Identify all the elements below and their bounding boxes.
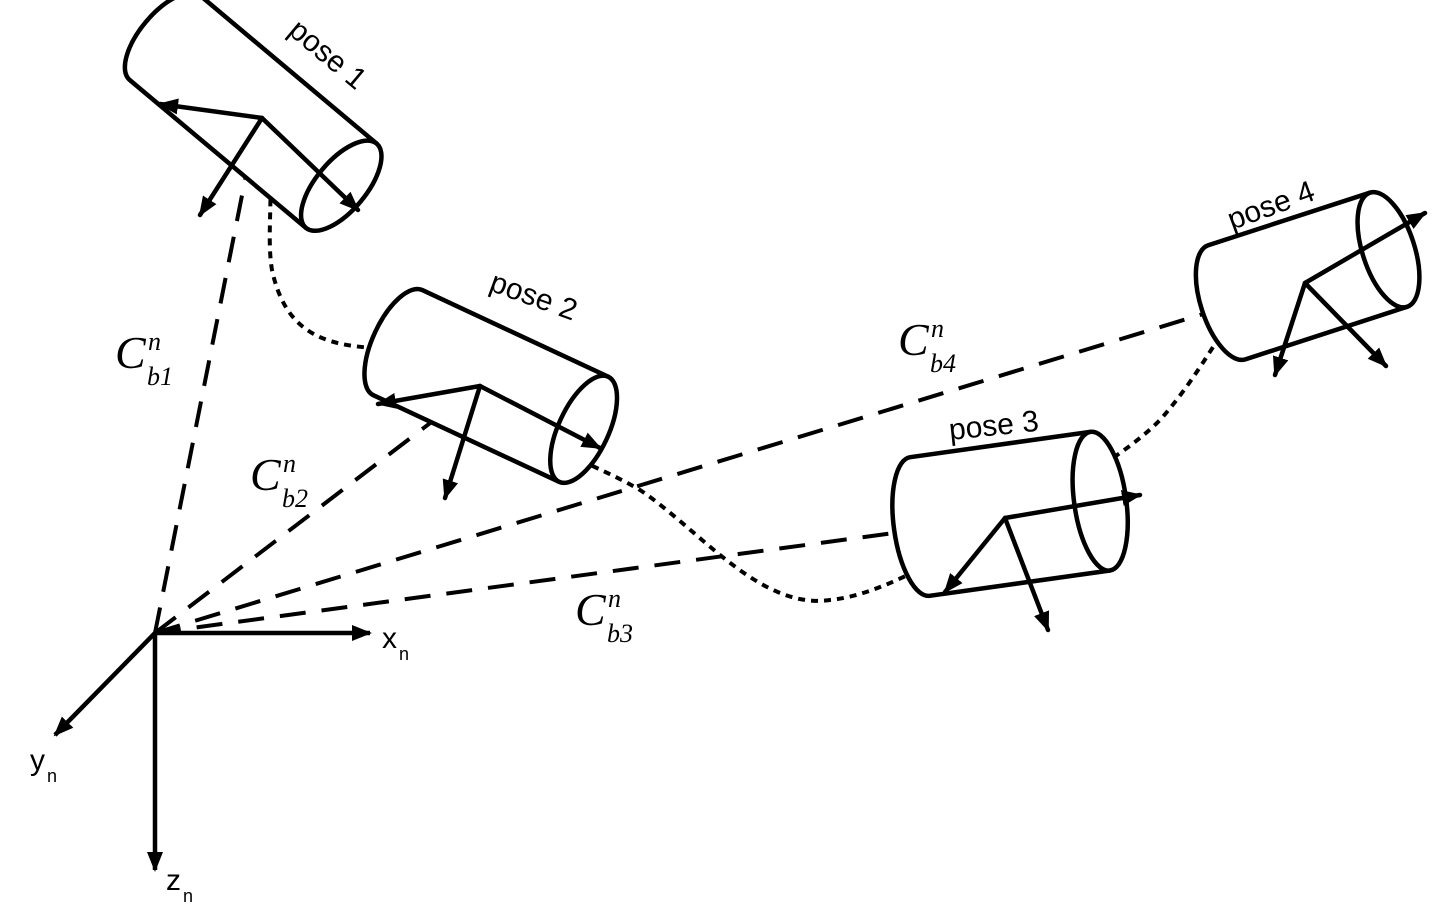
svg-text:n: n bbox=[931, 314, 944, 343]
dcm-line-b4 bbox=[154, 281, 1306, 635]
pose-2-label: pose 2 bbox=[486, 266, 582, 328]
svg-text:b4: b4 bbox=[930, 349, 956, 378]
pose-2-end-cap bbox=[548, 373, 620, 486]
dcm-label-b2: C n b2 bbox=[250, 449, 308, 513]
dcm-lines bbox=[153, 129, 1306, 635]
pose-4-body bbox=[1193, 190, 1410, 363]
pose-4 bbox=[1193, 189, 1422, 363]
dcm-line-b2 bbox=[153, 383, 482, 635]
pose-2-body bbox=[362, 286, 611, 485]
pose-3-frame bbox=[942, 490, 1143, 633]
svg-text:b2: b2 bbox=[282, 484, 308, 513]
trajectory-path bbox=[261, 121, 1306, 603]
svg-text:b3: b3 bbox=[607, 619, 633, 648]
pose-3 bbox=[890, 429, 1130, 599]
navigation-frame bbox=[53, 625, 372, 872]
dcm-label-b4: C n b4 bbox=[898, 314, 956, 378]
pose-3-body bbox=[890, 429, 1113, 599]
pose-4-end-cap bbox=[1355, 189, 1422, 310]
pose-2-frame bbox=[375, 383, 603, 501]
pose-1-frame bbox=[157, 98, 361, 218]
pose-2 bbox=[362, 286, 620, 486]
svg-text:C: C bbox=[250, 449, 282, 500]
svg-text:n: n bbox=[608, 584, 621, 613]
svg-text:C: C bbox=[115, 327, 147, 378]
svg-text:b1: b1 bbox=[147, 362, 173, 391]
pose-1-end-cap bbox=[298, 138, 384, 234]
svg-text:n: n bbox=[283, 449, 296, 478]
svg-text:C: C bbox=[575, 584, 607, 635]
dcm-line-b1 bbox=[153, 129, 257, 634]
svg-text:n: n bbox=[148, 327, 161, 356]
pose-4-frame bbox=[1272, 210, 1428, 378]
dcm-line-b3 bbox=[154, 516, 1006, 635]
y-axis-arrow bbox=[53, 631, 157, 737]
dcm-label-b3: C n b3 bbox=[575, 584, 633, 648]
svg-text:C: C bbox=[898, 314, 930, 365]
dcm-label-b1: C n b1 bbox=[115, 327, 173, 391]
